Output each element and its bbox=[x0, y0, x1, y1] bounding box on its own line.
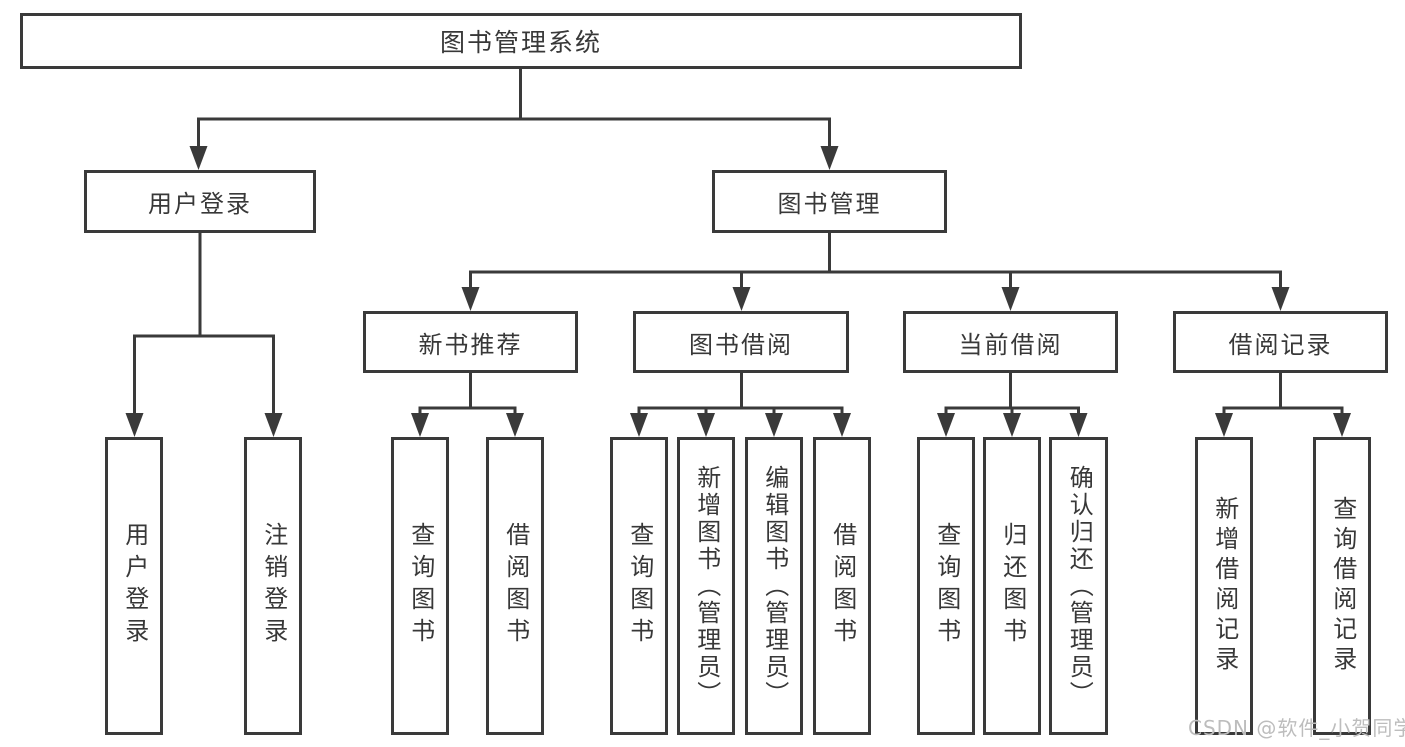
connector-book-mgmt-children bbox=[461, 232, 1290, 311]
arrowhead-icon bbox=[1069, 413, 1088, 437]
arrowhead-icon bbox=[1271, 287, 1290, 311]
arrowhead-icon bbox=[461, 287, 480, 311]
leaf-edit-book-admin: 编辑图书（管理员） bbox=[745, 437, 803, 735]
arrowhead-icon bbox=[125, 413, 144, 437]
connector-borrow-record-children bbox=[1215, 372, 1351, 437]
connector-book-borrow-children bbox=[630, 372, 851, 437]
node-book-management: 图书管理 bbox=[712, 170, 947, 233]
node-label: 新增借阅记录 bbox=[1210, 496, 1239, 676]
leaf-query-book-borrow: 查询图书 bbox=[610, 437, 668, 735]
leaf-return-book: 归还图书 bbox=[983, 437, 1041, 735]
node-label: 编辑图书（管理员） bbox=[760, 464, 789, 708]
node-label: 新书推荐 bbox=[418, 330, 523, 359]
leaf-add-book-admin: 新增图书（管理员） bbox=[677, 437, 735, 735]
arrowhead-icon bbox=[765, 413, 783, 437]
node-label: 查询借阅记录 bbox=[1328, 496, 1357, 676]
arrowhead-icon bbox=[1001, 287, 1020, 311]
leaf-query-book-recommend: 查询图书 bbox=[391, 437, 449, 735]
node-label: 图书管理系统 bbox=[439, 28, 602, 57]
arrowhead-icon bbox=[1003, 413, 1021, 437]
arrowhead-icon bbox=[820, 146, 839, 170]
node-new-book-recommend: 新书推荐 bbox=[363, 311, 578, 373]
arrowhead-icon bbox=[833, 413, 851, 437]
arrowhead-icon bbox=[732, 287, 751, 311]
csdn-watermark: CSDN @软件_小贺同学 bbox=[1188, 716, 1405, 740]
node-label: 查询图书 bbox=[932, 522, 961, 650]
node-label: 查询图书 bbox=[625, 522, 654, 650]
arrowhead-icon bbox=[189, 146, 208, 170]
leaf-query-borrow-record: 查询借阅记录 bbox=[1313, 437, 1371, 735]
arrowhead-icon bbox=[1333, 413, 1351, 437]
node-label: 用户登录 bbox=[120, 522, 149, 650]
node-label: 查询图书 bbox=[406, 522, 435, 650]
node-label: 注销登录 bbox=[259, 522, 288, 650]
arrowhead-icon bbox=[264, 413, 283, 437]
node-label: 借阅图书 bbox=[501, 522, 530, 650]
node-label: 用户登录 bbox=[148, 190, 252, 218]
node-label: 图书管理 bbox=[777, 190, 882, 218]
node-label: 图书借阅 bbox=[689, 330, 793, 359]
node-borrow-record: 借阅记录 bbox=[1173, 311, 1388, 373]
node-label: 借阅图书 bbox=[828, 522, 857, 650]
connector-current-borrow-children bbox=[937, 372, 1088, 437]
arrowhead-icon bbox=[1215, 413, 1233, 437]
leaf-borrow-book-recommend: 借阅图书 bbox=[486, 437, 544, 735]
arrowhead-icon bbox=[937, 413, 955, 437]
node-label: 当前借阅 bbox=[958, 330, 1063, 359]
connector-root-to-level1 bbox=[189, 66, 839, 170]
leaf-user-login: 用户登录 bbox=[105, 437, 163, 735]
node-label: 新增图书（管理员） bbox=[692, 464, 721, 708]
arrowhead-icon bbox=[506, 413, 524, 437]
node-label: 确认归还（管理员） bbox=[1065, 464, 1094, 708]
node-library-system: 图书管理系统 bbox=[20, 13, 1022, 69]
leaf-logout: 注销登录 bbox=[244, 437, 302, 735]
leaf-confirm-return-admin: 确认归还（管理员） bbox=[1049, 437, 1108, 735]
arrowhead-icon bbox=[630, 413, 648, 437]
connector-user-login-children bbox=[125, 232, 283, 437]
node-label: 借阅记录 bbox=[1228, 330, 1333, 359]
node-current-borrow: 当前借阅 bbox=[903, 311, 1118, 373]
leaf-query-book-current: 查询图书 bbox=[917, 437, 975, 735]
arrowhead-icon bbox=[697, 413, 715, 437]
connector-new-book-children bbox=[411, 372, 524, 437]
node-label: 归还图书 bbox=[998, 522, 1027, 650]
node-book-borrow: 图书借阅 bbox=[633, 311, 849, 373]
node-user-login: 用户登录 bbox=[84, 170, 316, 233]
leaf-borrow-book: 借阅图书 bbox=[813, 437, 871, 735]
leaf-add-borrow-record: 新增借阅记录 bbox=[1195, 437, 1253, 735]
arrowhead-icon bbox=[411, 413, 429, 437]
